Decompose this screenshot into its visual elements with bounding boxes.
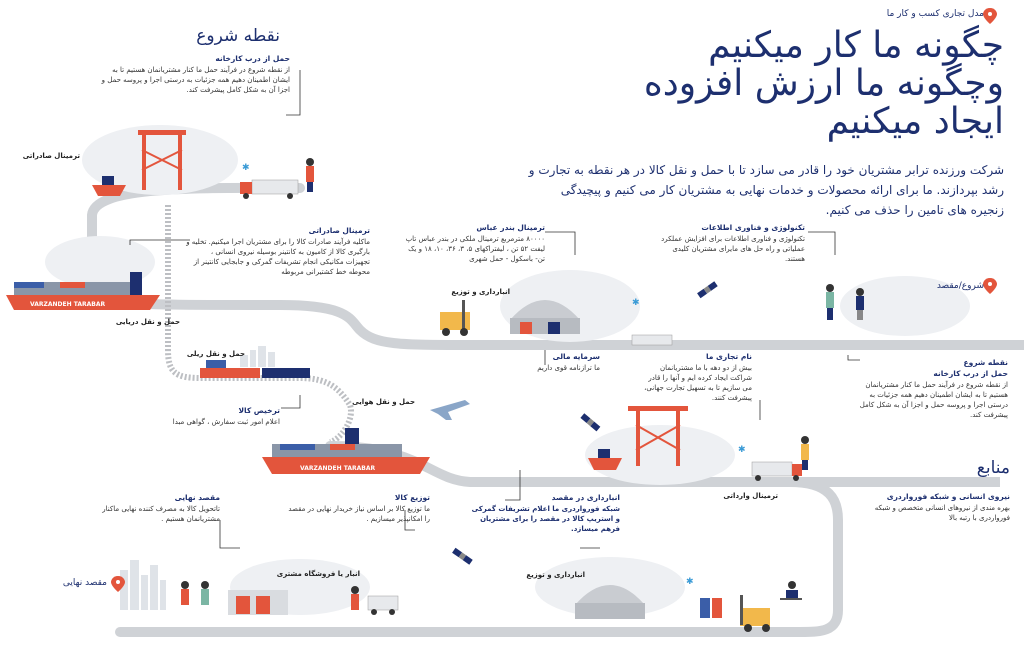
start-right-body: از نقطه شروع در فرآیند حمل ما کنار مشتری… — [859, 381, 1008, 419]
ship-name-top: VARZANDEH TARABAR — [30, 301, 105, 308]
location-pin-icon — [983, 278, 997, 294]
label-customer-store: انبار یا فروشگاه مشتری — [276, 570, 360, 578]
snowflake-icon: ✱ — [242, 163, 250, 173]
satellite-icon — [697, 281, 718, 299]
label-import-terminal: ترمینال وارداتی — [723, 492, 778, 500]
ship-icon — [588, 458, 622, 470]
start-right-section: نقطه شروع — [963, 358, 1008, 367]
warehouse-bottom — [575, 585, 722, 619]
headline: چگونه ما کار میکنیم وچگونه ما ارزش افزود… — [584, 27, 1004, 141]
resources-title: منابع — [976, 458, 1010, 478]
distribution-body: ما توزیع کالا بر اساس نیاز خریدار نهایی … — [288, 505, 430, 523]
forklift-icon — [440, 300, 470, 336]
label-warehousing-top: انبارداری و توزیع — [451, 288, 510, 296]
ship-name-bottom: VARZANDEH TARABAR — [300, 465, 375, 472]
satellite-icon — [452, 547, 473, 565]
capital-title: سرمایه مالی — [552, 352, 600, 361]
label-warehousing-bottom: انبارداری و توزیع — [526, 571, 585, 579]
start-right-block: نقطه شروع حمل از درب کارخانه از نقطه شرو… — [848, 358, 1008, 420]
cloud-import — [585, 425, 735, 485]
rail-connector — [165, 205, 354, 445]
distribution-block: توزیع کالا ما توزیع کالا بر اساس نیاز خر… — [282, 493, 430, 524]
resources-block-title: نیروی انسانی و شبکه فورواردری — [886, 492, 1010, 501]
cargo-ship-bottom — [262, 428, 430, 474]
export-terminal-block: ترمینال صادراتی ماکلیه فرآیند صادرات کال… — [185, 226, 370, 277]
resources-block-body: بهره مندی از نیروهای انسانی متخصص و شبکه… — [874, 504, 1010, 522]
ship-icon — [92, 185, 126, 196]
brand-block: نام تجاری ما بیش از دو دهه با ما مشتریان… — [640, 352, 752, 403]
label-sea-transport: حمل و نقل دریایی — [115, 318, 180, 326]
truck-icon — [240, 179, 299, 199]
export-terminal-body: ماکلیه فرآیند صادرات کالا را برای مشتریا… — [186, 238, 370, 276]
start-point-block-title: حمل از درب کارخانه — [215, 54, 290, 63]
road-lower — [115, 441, 843, 637]
it-body: تکنولوژی و فناوری اطلاعات برای افزایش عم… — [661, 235, 805, 263]
final-dest-block: مقصد نهایی تاتحویل کالا به مصرف کننده نه… — [95, 493, 220, 524]
dest-warehousing-block: انبارداری در مقصد شبکه فورواردری ما اعلا… — [470, 493, 620, 534]
start-right-title: حمل از درب کارخانه — [933, 369, 1008, 378]
worker-icon — [801, 436, 809, 470]
snowflake-icon: ✱ — [686, 577, 694, 587]
crane-icon — [628, 406, 688, 466]
plane-icon — [430, 400, 470, 420]
headline-line-1: چگونه ما کار میکنیم — [708, 25, 1004, 66]
export-terminal-title: ترمینال صادراتی — [308, 226, 370, 235]
it-block: تکنولوژی و فناوری اطلاعات تکنولوژی و فنا… — [655, 223, 805, 264]
label-export-terminal: ترمینال صادراتی — [22, 152, 80, 160]
final-dest-body: تاتحویل کالا به مصرف کننده نهایی ماکنار … — [102, 505, 220, 523]
brand-title: نام تجاری ما — [705, 352, 752, 361]
customs-block: ترخیص کالا اعلام امور ثبت سفارش ، گواهی … — [150, 406, 280, 427]
city-skyline-icon — [120, 346, 275, 610]
truck-icon — [751, 461, 802, 481]
truck-icon — [631, 334, 673, 346]
train-icon — [200, 360, 310, 378]
final-dest-title: مقصد نهایی — [174, 493, 220, 502]
cargo-ship-top — [6, 272, 160, 310]
store-building — [228, 590, 288, 615]
resources-block: نیروی انسانی و شبکه فورواردری بهره مندی … — [850, 492, 1010, 523]
warehouse-top — [510, 300, 580, 334]
start-point-title: نقطه شروع — [196, 26, 280, 46]
cloud-start-dest — [840, 276, 970, 336]
label-final-destination: مقصد نهایی — [62, 578, 107, 588]
start-point-block: حمل از درب کارخانه از نقطه شروع در فرآین… — [100, 54, 290, 95]
snowflake-icon: ✱ — [738, 445, 746, 455]
customs-title: ترخیص کالا — [238, 406, 280, 415]
label-air-transport: حمل و نقل هوایی — [352, 398, 415, 406]
bandar-abbas-block: ترمینال بندر عباس ۸۰۰۰۰ مترمربع ترمینال … — [400, 223, 545, 264]
brand-body: بیش از دو دهه با ما مشتریانمان شراکت ایج… — [644, 364, 752, 402]
dest-warehousing-body: شبکه فورواردری ما اعلام تشریفات گمرکی و … — [471, 505, 620, 533]
forklift-icon — [740, 595, 770, 632]
capital-body: ما ترازنامه قوی داریم — [537, 364, 600, 372]
label-start-destination: شروع/مقصد — [936, 281, 984, 291]
capital-block: سرمایه مالی ما ترازنامه قوی داریم — [500, 352, 600, 373]
snowflake-icon: ✱ — [632, 298, 640, 308]
lead-paragraph: شرکت ورزنده ترابر مشتریان خود را قادر می… — [528, 163, 1004, 217]
cloud-sea — [45, 236, 155, 288]
crane-icon — [138, 130, 186, 190]
it-title: تکنولوژی و فناوری اطلاعات — [701, 223, 805, 232]
satellite-icon — [580, 413, 601, 432]
annotation-connectors — [129, 70, 860, 549]
headline-line-3: ایجاد میکنیم — [826, 101, 1004, 142]
bandar-abbas-body: ۸۰۰۰۰ مترمربع ترمینال ملکی در بندر عباس … — [405, 235, 545, 263]
bandar-abbas-title: ترمینال بندر عباس — [476, 223, 545, 232]
worker-icon — [780, 581, 802, 600]
location-pin-icon — [983, 8, 997, 24]
worker-icon — [826, 284, 864, 320]
dest-warehousing-title: انبارداری در مقصد — [551, 493, 620, 502]
distribution-title: توزیع کالا — [394, 493, 430, 502]
worker-icon — [181, 581, 359, 610]
headline-line-2: وچگونه ما ارزش افزوده — [643, 63, 1004, 104]
worker-icon — [306, 158, 314, 192]
label-rail-transport: حمل و نقل ریلی — [186, 350, 245, 358]
header-pin-label: مدل تجاری کسب و کار ما — [886, 9, 984, 19]
customs-body: اعلام امور ثبت سفارش ، گواهی مبدا — [172, 418, 280, 426]
truck-icon — [367, 595, 399, 615]
location-pin-icon — [111, 576, 125, 592]
start-point-block-body: از نقطه شروع در فرآیند حمل ما کنار مشتری… — [101, 66, 290, 94]
